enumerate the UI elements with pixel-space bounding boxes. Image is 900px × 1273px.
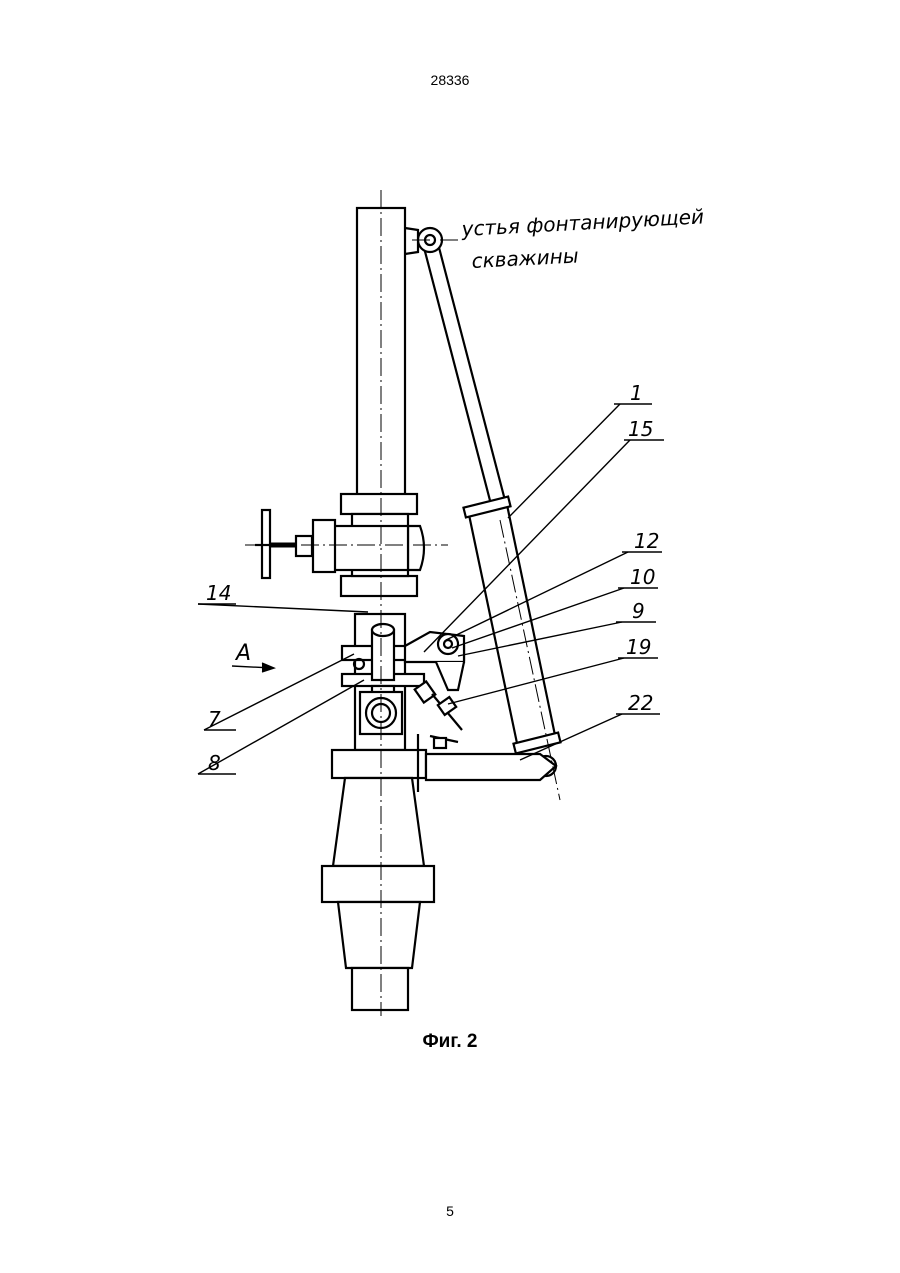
callout-15: 15 [628,417,653,441]
callout-7: 7 [208,707,221,731]
callout-14: 14 [206,581,231,605]
callout-1: 1 [630,381,643,405]
annotation-line-1: устья фонтанирующей [460,204,704,241]
callout-8: 8 [208,751,221,775]
callout-19: 19 [626,635,651,659]
bolt-19 [415,681,462,748]
page-number: 5 [0,1203,900,1219]
callout-22: 22 [628,691,653,715]
leader-lines [198,404,664,774]
figure-caption: Фиг. 2 [0,1031,900,1053]
callout-10: 10 [630,565,655,589]
view-label: А [234,641,251,666]
lower-cone [322,778,434,1010]
callout-9: 9 [632,599,645,623]
callout-12: 12 [634,529,659,553]
annotation-line-2: скважины [471,243,579,273]
